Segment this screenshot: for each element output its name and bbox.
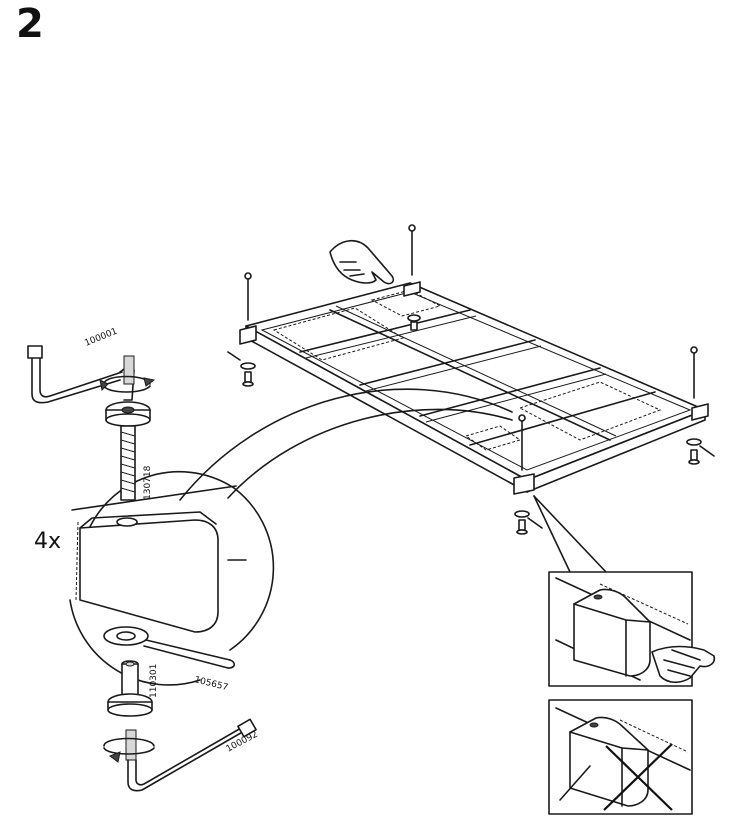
quantity-label: 4x — [34, 529, 61, 554]
detail-magnifier — [69, 470, 275, 686]
incorrect-example-panel — [548, 699, 693, 815]
bed-frame — [239, 281, 709, 495]
frame-screws — [227, 224, 715, 535]
allen-key-top-icon — [27, 345, 156, 404]
part-label-105657: 105657 — [193, 675, 229, 693]
step-number: 2 — [16, 1, 44, 47]
allen-key-bottom-icon — [103, 718, 257, 792]
washer-icon — [103, 626, 236, 669]
barrel-nut-icon — [107, 660, 153, 717]
part-label-110301: 110301 — [149, 664, 159, 698]
part-label-130718: 130718 — [143, 465, 153, 500]
bolt-icon — [105, 401, 151, 501]
correct-example-panel — [548, 571, 716, 687]
cross-mark-icon — [603, 743, 673, 811]
pointing-hand-icon — [329, 240, 395, 285]
part-label-100001: 100001 — [83, 327, 119, 349]
